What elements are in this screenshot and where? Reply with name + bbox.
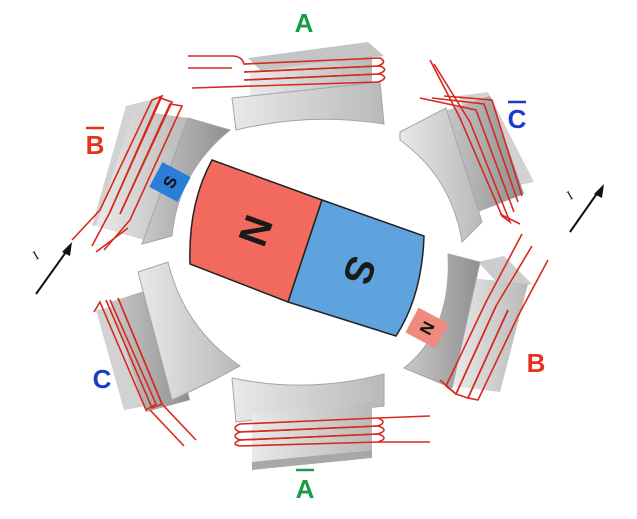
- phase-label-c-bar: C: [508, 100, 527, 134]
- phase-label-c: C: [93, 364, 112, 394]
- stator-pole-a: [231, 42, 385, 131]
- current-arrow-left-head: [62, 242, 72, 256]
- winding-a-bar: [234, 415, 431, 447]
- phase-label-a: A: [295, 8, 314, 38]
- stator-pole-a-bar-body: [252, 402, 372, 462]
- winding-a: [188, 55, 386, 89]
- current-label-left: I: [30, 247, 41, 262]
- rotor-north-half: [189, 159, 323, 303]
- stator-pole-b-body: [452, 278, 528, 392]
- current-arrow-right: I: [564, 184, 604, 233]
- phase-label-c-bar-text: C: [508, 104, 527, 134]
- phase-label-a-bar-text: A: [296, 474, 315, 504]
- induced-pole-lower-right-box: [405, 307, 449, 349]
- rotor-south-half: [287, 199, 425, 337]
- stator-pole-a-bar: [231, 373, 385, 470]
- induced-pole-upper-left: S: [149, 162, 191, 202]
- winding-b-bar: [71, 94, 184, 253]
- winding-b: [439, 233, 549, 401]
- stator-pole-c-shoe: [137, 261, 241, 401]
- rotor-magnet: N S: [189, 159, 425, 337]
- current-label-right: I: [564, 187, 575, 202]
- phase-label-b-bar: B: [86, 126, 105, 160]
- phase-label-b-bar-text: B: [86, 130, 105, 160]
- stator-pole-a-top: [248, 42, 384, 72]
- winding-c: [93, 297, 197, 447]
- current-arrow-left: I: [30, 242, 72, 295]
- stator-pole-c-bar-shoe: [399, 107, 483, 244]
- current-arrow-right-shaft: [569, 191, 599, 233]
- phase-label-b: B: [527, 348, 546, 378]
- current-arrow-left-shaft: [35, 251, 67, 295]
- induced-pole-lower-right: N: [405, 307, 449, 349]
- current-arrow-right-head: [594, 184, 604, 198]
- phase-label-a-bar: A: [296, 468, 315, 504]
- stator-pole-a-shoe: [231, 81, 385, 131]
- stator-pole-b-top: [478, 256, 532, 290]
- stator-pole-c: [96, 261, 241, 412]
- winding-c-bar: [419, 59, 523, 225]
- induced-pole-upper-left-box: [149, 162, 191, 202]
- stator-pole-a-bar-bottom: [252, 450, 372, 470]
